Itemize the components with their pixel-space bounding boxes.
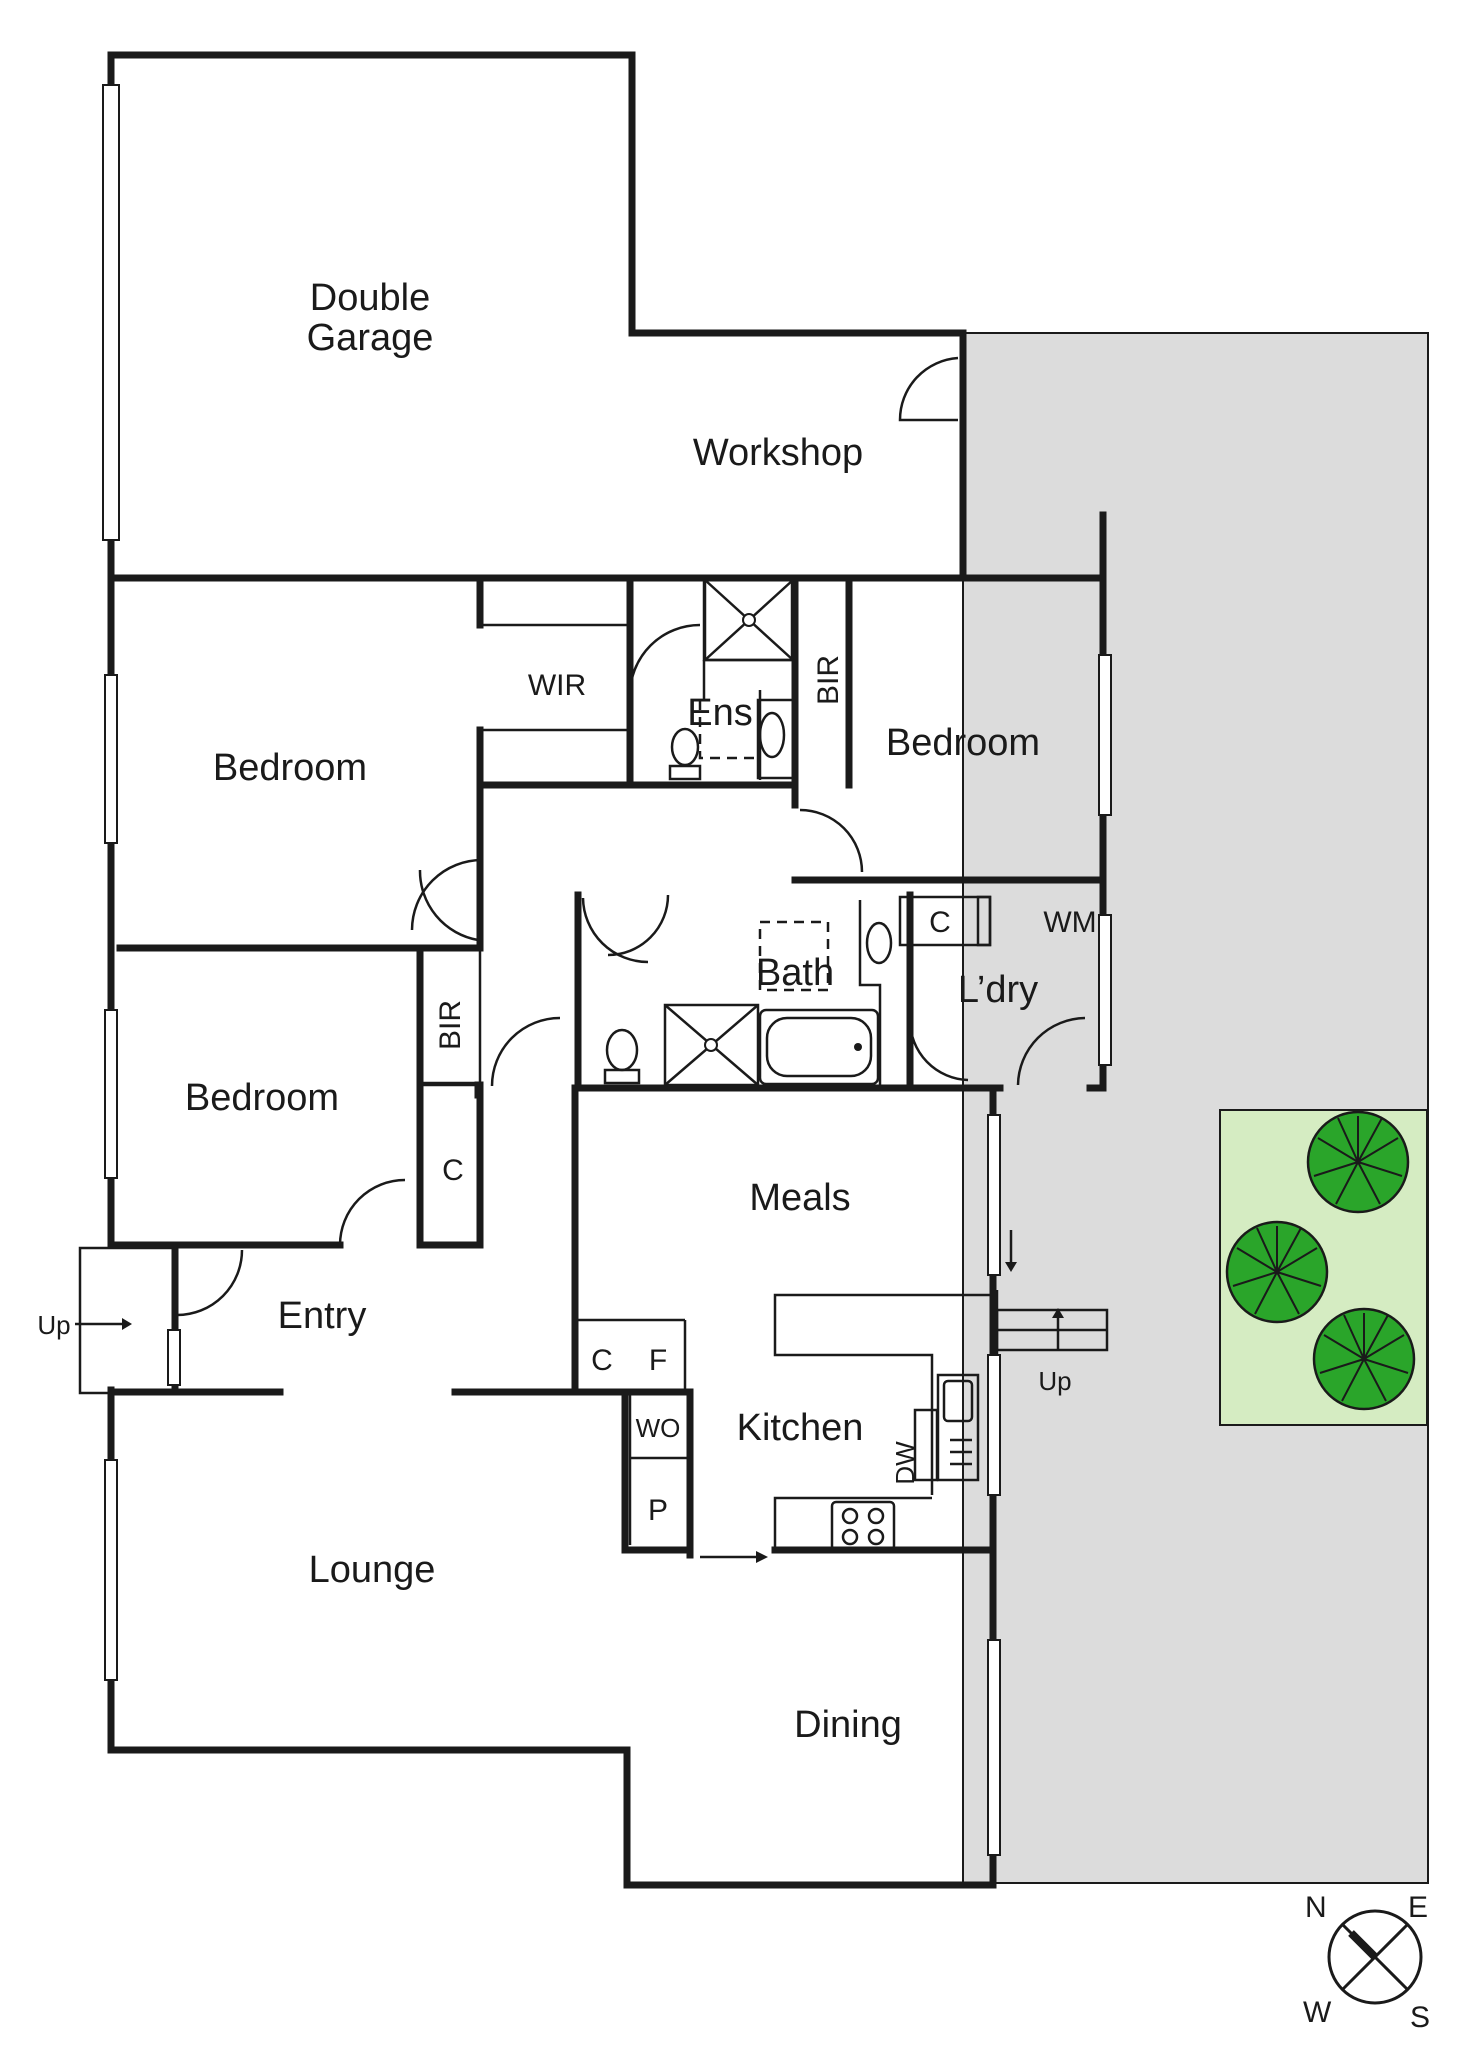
pantry-label: P — [648, 1494, 668, 1527]
bedroom-west-label: Bedroom — [185, 1077, 339, 1119]
doors — [176, 356, 1086, 1317]
bath-label: Bath — [756, 952, 834, 994]
tree-icon — [1312, 1307, 1416, 1411]
entry-stairs-up-label: Up — [37, 1310, 70, 1340]
compass-west: W — [1303, 1996, 1332, 2029]
arrow-icon — [75, 1230, 1064, 1563]
bir-west-label: BIR — [434, 1000, 467, 1050]
paved-area — [962, 332, 1429, 1884]
meals-label: Meals — [749, 1177, 850, 1219]
bedroom-main-label: Bedroom — [213, 747, 367, 789]
exterior-walls — [107, 51, 1107, 1889]
windows — [102, 84, 1112, 1856]
wir-label: WIR — [528, 669, 586, 702]
compass-north: N — [1305, 1891, 1327, 1924]
bir-top-label: BIR — [812, 655, 845, 705]
wall-oven-label: WO — [636, 1413, 681, 1443]
laundry-label: L’dry — [958, 969, 1038, 1011]
side-stairs-up-label: Up — [1038, 1366, 1071, 1396]
tree-icon — [1306, 1110, 1410, 1214]
kitchen-label: Kitchen — [737, 1407, 864, 1449]
washing-machine-label: WM — [1043, 906, 1096, 939]
fridge-label: F — [649, 1344, 667, 1377]
hall-cupboard-label: C — [442, 1154, 464, 1187]
laundry-cupboard-label: C — [929, 906, 951, 939]
fixtures — [78, 578, 1109, 1552]
workshop-label: Workshop — [693, 432, 863, 474]
compass-east: E — [1408, 1891, 1428, 1924]
ens-label: Ens — [687, 692, 752, 734]
garage-label-line1: Double — [310, 277, 430, 319]
garage-label-line2: Garage — [307, 317, 434, 359]
kitchen-cupboard-label: C — [591, 1344, 613, 1377]
entry-label: Entry — [278, 1295, 367, 1337]
compass-south: S — [1410, 2001, 1430, 2034]
dishwasher-label: DW — [890, 1441, 920, 1485]
bedroom-east-label: Bedroom — [886, 722, 1040, 764]
tree-icon — [1225, 1220, 1329, 1324]
dining-label: Dining — [794, 1704, 902, 1746]
compass-icon — [1327, 1909, 1423, 2005]
lounge-label: Lounge — [309, 1549, 436, 1591]
